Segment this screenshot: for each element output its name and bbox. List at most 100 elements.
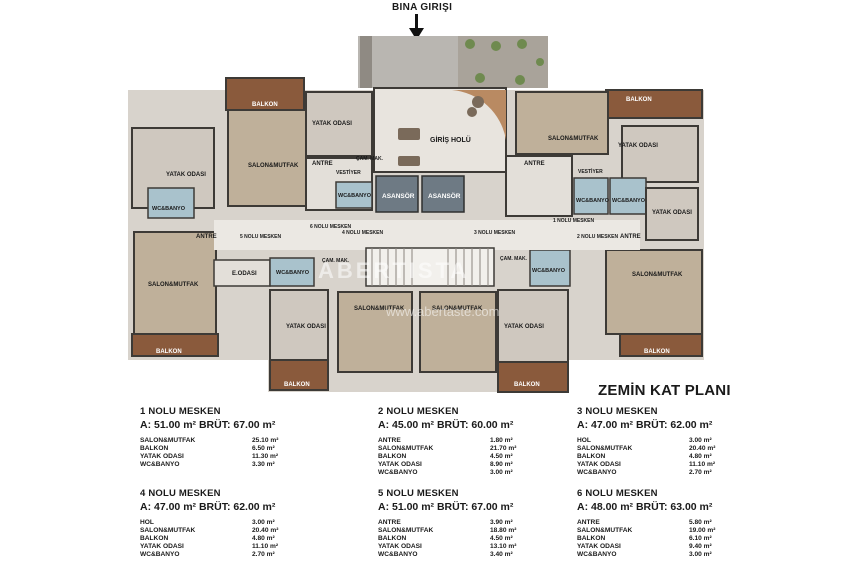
marker-3-nolu-mesken: 3 NOLU MESKEN bbox=[474, 230, 516, 236]
room-yatak-odasi-3 bbox=[645, 187, 699, 241]
room-antre-2 bbox=[505, 155, 573, 217]
room-area: 25.10 m² bbox=[252, 437, 279, 444]
label-wc-banyo-2: WC&BANYO bbox=[576, 198, 610, 204]
room-area: 3.90 m² bbox=[490, 519, 513, 526]
room-salon-mutfak-4 bbox=[337, 291, 413, 373]
label-antre-2: ANTRE bbox=[524, 161, 545, 167]
label-salon-mutfak-1: SALON&MUTFAK bbox=[248, 163, 299, 169]
label-vestiyer-2: VESTİYER bbox=[578, 168, 603, 175]
room-name: SALON&MUTFAK bbox=[378, 445, 434, 453]
label-wc-banyo-3: WC&BANYO bbox=[612, 198, 646, 204]
label-antre-1: ANTRE bbox=[196, 234, 217, 240]
label-yatak-odasi-4: YATAK ODASI bbox=[286, 324, 326, 330]
entrance-arrow-icon bbox=[409, 14, 424, 40]
lobby-curved-desk bbox=[452, 90, 506, 140]
room-name: BALKON bbox=[577, 453, 606, 461]
room-name: SALON&MUTFAK bbox=[378, 527, 434, 535]
label-wc-banyo-4: WC&BANYO bbox=[276, 270, 310, 276]
room-yatak-odasi-6 bbox=[305, 91, 373, 157]
room-yatak-odasi-2 bbox=[621, 125, 699, 183]
marker-1-nolu-mesken: 1 NOLU MESKEN bbox=[553, 218, 595, 224]
room-name: BALKON bbox=[378, 535, 407, 543]
room-name: WC&BANYO bbox=[577, 551, 617, 559]
label-wc-banyo-6: WC&BANYO bbox=[338, 193, 372, 199]
plants-icon bbox=[465, 39, 544, 85]
room-name: WC&BANYO bbox=[378, 551, 418, 559]
label-cam-mak-4: ÇAM. MAK. bbox=[322, 258, 350, 264]
building-entrance-label: BINA GIRIŞI bbox=[392, 2, 453, 13]
room-salon-mutfak-3 bbox=[605, 249, 703, 335]
unit-area: A: 51.00 m² BRÜT: 67.00 m² bbox=[140, 419, 276, 431]
room-area: 6.10 m² bbox=[689, 535, 712, 543]
label-salon-mutfak-5: SALON&MUTFAK bbox=[148, 282, 199, 288]
wc-banyo-6 bbox=[335, 181, 373, 209]
wc-banyo-5 bbox=[529, 249, 571, 287]
room-area: 5.80 m² bbox=[689, 519, 712, 526]
label-salon-mutfak-2: SALON&MUTFAK bbox=[548, 136, 599, 142]
room-name: YATAK ODASI bbox=[378, 543, 422, 551]
unit-area: A: 47.00 m² BRÜT: 62.00 m² bbox=[577, 419, 713, 431]
room-area: 19.00 m² bbox=[689, 527, 716, 535]
label-wc-banyo-1: WC&BANYO bbox=[152, 206, 186, 212]
unit-title: 3 NOLU MESKEN bbox=[577, 406, 658, 417]
unit-table-5: 5 NOLU MESKEN A: 51.00 m² BRÜT: 67.00 m²… bbox=[378, 488, 578, 559]
label-yatak-odasi-1: YATAK ODASI bbox=[166, 172, 206, 178]
unit-title: 6 NOLU MESKEN bbox=[577, 488, 658, 499]
marker-2-nolu-mesken: 2 NOLU MESKEN bbox=[577, 234, 619, 240]
room-name: YATAK ODASI bbox=[577, 461, 621, 469]
balkon-2 bbox=[605, 89, 703, 119]
wc-banyo-1 bbox=[147, 187, 195, 219]
wc-banyo-2 bbox=[573, 177, 609, 215]
balkon-5 bbox=[131, 333, 219, 357]
room-salon-mutfak-5b bbox=[419, 291, 497, 373]
room-name: BALKON bbox=[577, 535, 606, 543]
label-balkon-4: BALKON bbox=[284, 382, 310, 388]
room-name: YATAK ODASI bbox=[378, 461, 422, 469]
marker-4-nolu-mesken: 4 NOLU MESKEN bbox=[342, 230, 384, 236]
room-area: 4.50 m² bbox=[490, 535, 513, 543]
room-area: 21.70 m² bbox=[490, 445, 517, 453]
label-yatak-odasi-3: YATAK ODASI bbox=[652, 210, 692, 216]
room-name: BALKON bbox=[378, 453, 407, 461]
room-name: ANTRE bbox=[378, 437, 401, 444]
balkon-5-south bbox=[497, 361, 569, 393]
room-name: WC&BANYO bbox=[577, 469, 617, 477]
unit-table-6: 6 NOLU MESKEN A: 48.00 m² BRÜT: 63.00 m²… bbox=[577, 488, 777, 559]
label-balkon-5-south: BALKON bbox=[514, 382, 540, 388]
room-name: BALKON bbox=[140, 535, 169, 543]
label-balkon-2: BALKON bbox=[626, 97, 652, 103]
corridor bbox=[214, 220, 640, 250]
room-area: 18.80 m² bbox=[490, 527, 517, 535]
watermark-logo: ABERTISTA bbox=[318, 258, 470, 283]
label-vestiyer-6: VESTİYER bbox=[336, 169, 361, 176]
wc-banyo-3 bbox=[609, 177, 647, 215]
label-salon-mutfak-3: SALON&MUTFAK bbox=[632, 272, 683, 278]
label-asansor-2: ASANSÖR bbox=[428, 191, 461, 200]
label-balkon-1: BALKON bbox=[252, 102, 278, 108]
marker-5-nolu-mesken: 5 NOLU MESKEN bbox=[240, 234, 282, 240]
elevator-2 bbox=[421, 175, 465, 213]
marker-6-nolu-mesken: 6 NOLU MESKEN bbox=[310, 224, 352, 230]
unit-title: 2 NOLU MESKEN bbox=[378, 406, 459, 417]
label-asansor-1: ASANSÖR bbox=[382, 191, 415, 200]
area-row: WC&BANYO 3.40 m² bbox=[378, 551, 578, 559]
room-area: 3.40 m² bbox=[490, 551, 513, 559]
room-name: HOL bbox=[577, 437, 591, 444]
room-salon-mutfak-2 bbox=[515, 91, 609, 155]
label-yatak-odasi-2: YATAK ODASI bbox=[618, 143, 658, 149]
unit-table-4: 4 NOLU MESKEN A: 47.00 m² BRÜT: 62.00 m²… bbox=[140, 488, 340, 559]
room-area: 4.50 m² bbox=[490, 453, 513, 461]
balkon-4 bbox=[269, 359, 329, 391]
label-e-odasi: E.ODASI bbox=[232, 271, 257, 277]
